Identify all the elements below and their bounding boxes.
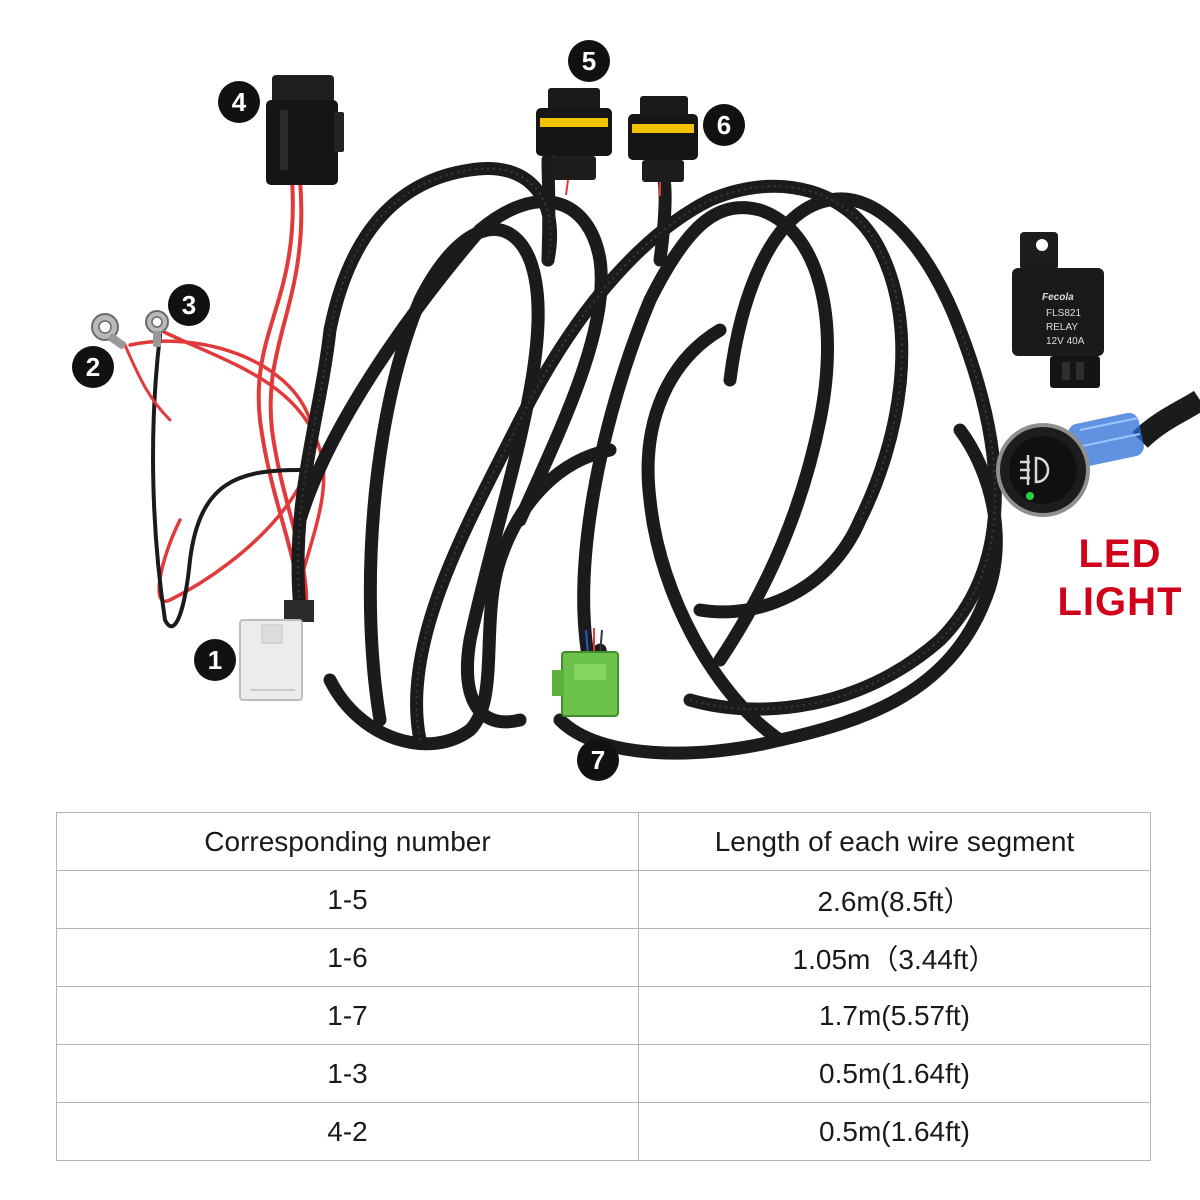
badge-2: 2 <box>72 346 114 388</box>
badge-5: 5 <box>568 40 610 82</box>
ring-terminal-2 <box>91 313 126 350</box>
cell-length: 2.6m(8.5ft） <box>638 870 1151 929</box>
h11-connector-6 <box>628 96 698 196</box>
green-connector <box>552 628 619 717</box>
cell-length: 0.5m(1.64ft) <box>638 1044 1151 1103</box>
svg-text:4: 4 <box>232 87 247 117</box>
svg-text:3: 3 <box>182 290 196 320</box>
led-switch <box>996 390 1200 517</box>
badge-7: 7 <box>577 739 619 781</box>
cell-segment: 1-6 <box>56 928 639 987</box>
table-row: 1-6 1.05m（3.44ft） <box>56 928 1151 987</box>
table-row: 4-2 0.5m(1.64ft) <box>56 1102 1151 1161</box>
badge-6: 6 <box>703 104 745 146</box>
svg-text:1: 1 <box>208 645 222 675</box>
white-connector <box>239 600 314 701</box>
cell-segment: 1-5 <box>56 870 639 929</box>
indicator-led-icon <box>1026 492 1034 500</box>
cell-length: 0.5m(1.64ft) <box>638 1102 1151 1161</box>
cell-segment: 1-7 <box>56 986 639 1045</box>
relay-type-label: RELAY <box>1046 322 1078 333</box>
wire-length-table: Corresponding number Length of each wire… <box>56 812 1151 1161</box>
header-wire-length: Length of each wire segment <box>638 812 1151 871</box>
relay-model-label: FLS821 <box>1046 308 1081 319</box>
fuse-holder <box>266 75 344 185</box>
table-row: 1-5 2.6m(8.5ft） <box>56 870 1151 929</box>
badge-1: 1 <box>194 639 236 681</box>
ring-terminals <box>91 310 169 350</box>
relay-rating-label: 12V 40A <box>1046 336 1085 347</box>
cell-segment: 1-3 <box>56 1044 639 1103</box>
svg-text:5: 5 <box>582 46 596 76</box>
badge-4: 4 <box>218 81 260 123</box>
main-harness <box>291 153 1003 760</box>
wiring-harness-illustration: Fecola FLS821 RELAY 12V 40A 1 2 3 <box>72 40 1200 781</box>
led-light-label: LED LIGHT <box>1045 530 1195 626</box>
table-row: 1-3 0.5m(1.64ft) <box>56 1044 1151 1103</box>
cell-segment: 4-2 <box>56 1102 639 1161</box>
relay-brand-label: Fecola <box>1042 292 1074 303</box>
harness-texture <box>297 167 997 741</box>
svg-text:6: 6 <box>717 110 731 140</box>
ring-terminal-3 <box>145 310 169 347</box>
svg-text:7: 7 <box>591 745 605 775</box>
badge-3: 3 <box>168 284 210 326</box>
table-row: 1-7 1.7m(5.57ft) <box>56 986 1151 1045</box>
led-label-line1: LED <box>1078 532 1162 576</box>
header-corresponding-number: Corresponding number <box>56 812 639 871</box>
led-label-line2: LIGHT <box>1057 580 1183 624</box>
table-header-row: Corresponding number Length of each wire… <box>56 812 1151 871</box>
fog-light-icon <box>1020 455 1050 485</box>
svg-text:2: 2 <box>86 352 100 382</box>
cell-length: 1.7m(5.57ft) <box>638 986 1151 1045</box>
cell-length: 1.05m（3.44ft） <box>638 928 1151 987</box>
relay: Fecola FLS821 RELAY 12V 40A <box>1012 232 1104 388</box>
h11-connector-5 <box>536 88 612 196</box>
